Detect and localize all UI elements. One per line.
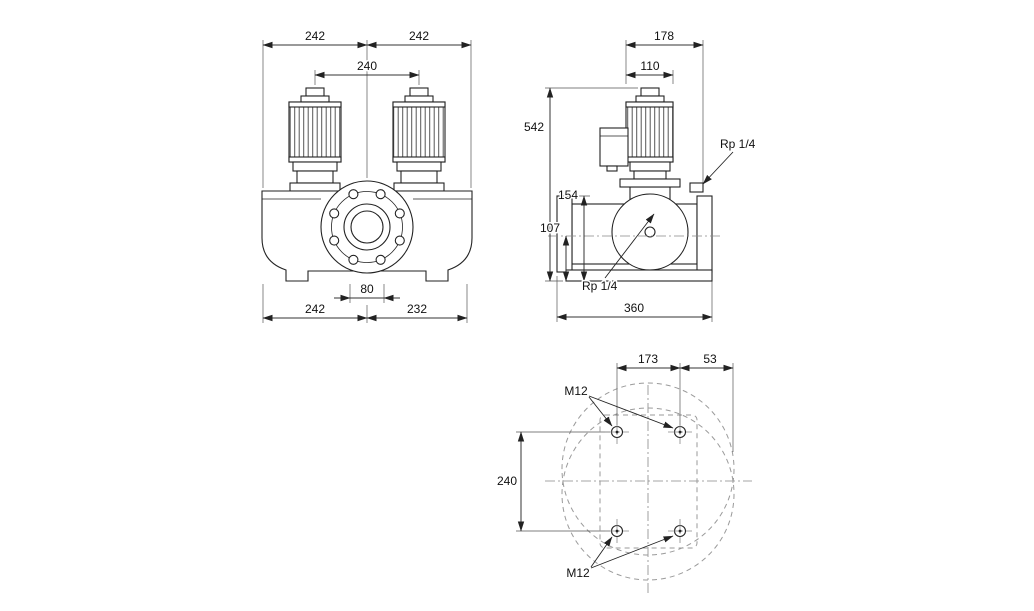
side-dim-overall-depth: 178: [625, 28, 704, 49]
bolt-hole: [605, 519, 629, 543]
side-dim-port-to-port-label: 360: [624, 301, 644, 315]
mounting-holes: [605, 420, 692, 543]
bottom-dim-bolt-spacing-x: 173: [616, 351, 681, 372]
side-dim-motor-width-label: 110: [640, 59, 659, 73]
terminal-box: [599, 127, 629, 167]
side-dim-flange-height-label: 154: [558, 188, 578, 202]
front-dim-bottom-left-label: 242: [305, 302, 325, 316]
bottom-extension-lines: [516, 363, 734, 532]
side-callout-drain-port: Rp 1/4: [581, 213, 655, 295]
side-dim-port-center-height-label: 107: [540, 221, 560, 235]
bolt-hole: [605, 420, 629, 444]
vent-plug: [689, 182, 704, 193]
side-callout-vent-port: Rp 1/4: [702, 136, 757, 185]
side-dim-flange-height: 154: [556, 187, 588, 282]
cable-gland: [606, 165, 618, 172]
side-dim-overall-depth-label: 178: [654, 29, 674, 43]
bottom-dim-bolt-edge-offset-label: 53: [703, 352, 717, 366]
bolt-size-top-label: M12: [564, 384, 588, 398]
front-motor-left: [288, 87, 342, 192]
bottom-dim-bolt-spacing-y-label: 240: [497, 474, 517, 488]
front-dim-port-bore: 80: [334, 281, 400, 302]
bolt-hole: [348, 189, 359, 200]
pump-footprint-outline: [561, 382, 735, 581]
bottom-dim-bolt-spacing-y: 240: [495, 431, 525, 532]
bolt-hole: [668, 420, 692, 444]
front-dim-bottom-width: 242 232: [262, 301, 468, 322]
front-dim-top-left-label: 242: [305, 29, 325, 43]
bolt-hole: [329, 208, 340, 219]
bolt-hole: [329, 235, 340, 246]
front-center-flange: [320, 180, 414, 274]
bolt-hole: [375, 189, 386, 200]
front-dim-motor-spacing: 240: [314, 58, 420, 79]
side-pump-body: [556, 182, 713, 282]
bolt-hole: [394, 208, 405, 219]
bottom-callout-bolt-bottom: M12: [565, 535, 674, 582]
front-motor-right: [392, 87, 446, 192]
side-view: 178 110: [522, 28, 757, 322]
bottom-dim-bolt-edge-offset: 53: [679, 351, 734, 372]
side-dim-port-center-height: 107: [538, 220, 570, 282]
bolt-hole: [394, 235, 405, 246]
bolt-size-bottom-label: M12: [566, 566, 590, 580]
front-dim-port-bore-label: 80: [360, 282, 374, 296]
side-dim-motor-width: 110: [625, 58, 674, 79]
side-motor: [599, 87, 681, 188]
side-dim-overall-height-label: 542: [524, 120, 544, 134]
bottom-dim-bolt-spacing-x-label: 173: [638, 352, 658, 366]
front-dim-top-right-label: 242: [409, 29, 429, 43]
front-dim-motor-spacing-label: 240: [357, 59, 377, 73]
bolt-hole: [348, 254, 359, 265]
bottom-callout-bolt-top: M12: [563, 383, 674, 429]
front-dim-bottom-right-label: 232: [407, 302, 427, 316]
bottom-view: 173 53 240 M12 M12: [495, 351, 752, 595]
front-dim-top-width: 242 242: [262, 28, 472, 49]
drain-port-label: Rp 1/4: [582, 279, 618, 293]
vent-port-label: Rp 1/4: [720, 137, 756, 151]
discharge-flange: [696, 195, 713, 273]
front-view: 242 242 240: [261, 28, 473, 323]
side-dim-port-to-port: 360: [556, 300, 713, 321]
bolt-hole: [668, 519, 692, 543]
bolt-hole: [375, 254, 386, 265]
side-dim-overall-height: 542: [522, 87, 554, 282]
